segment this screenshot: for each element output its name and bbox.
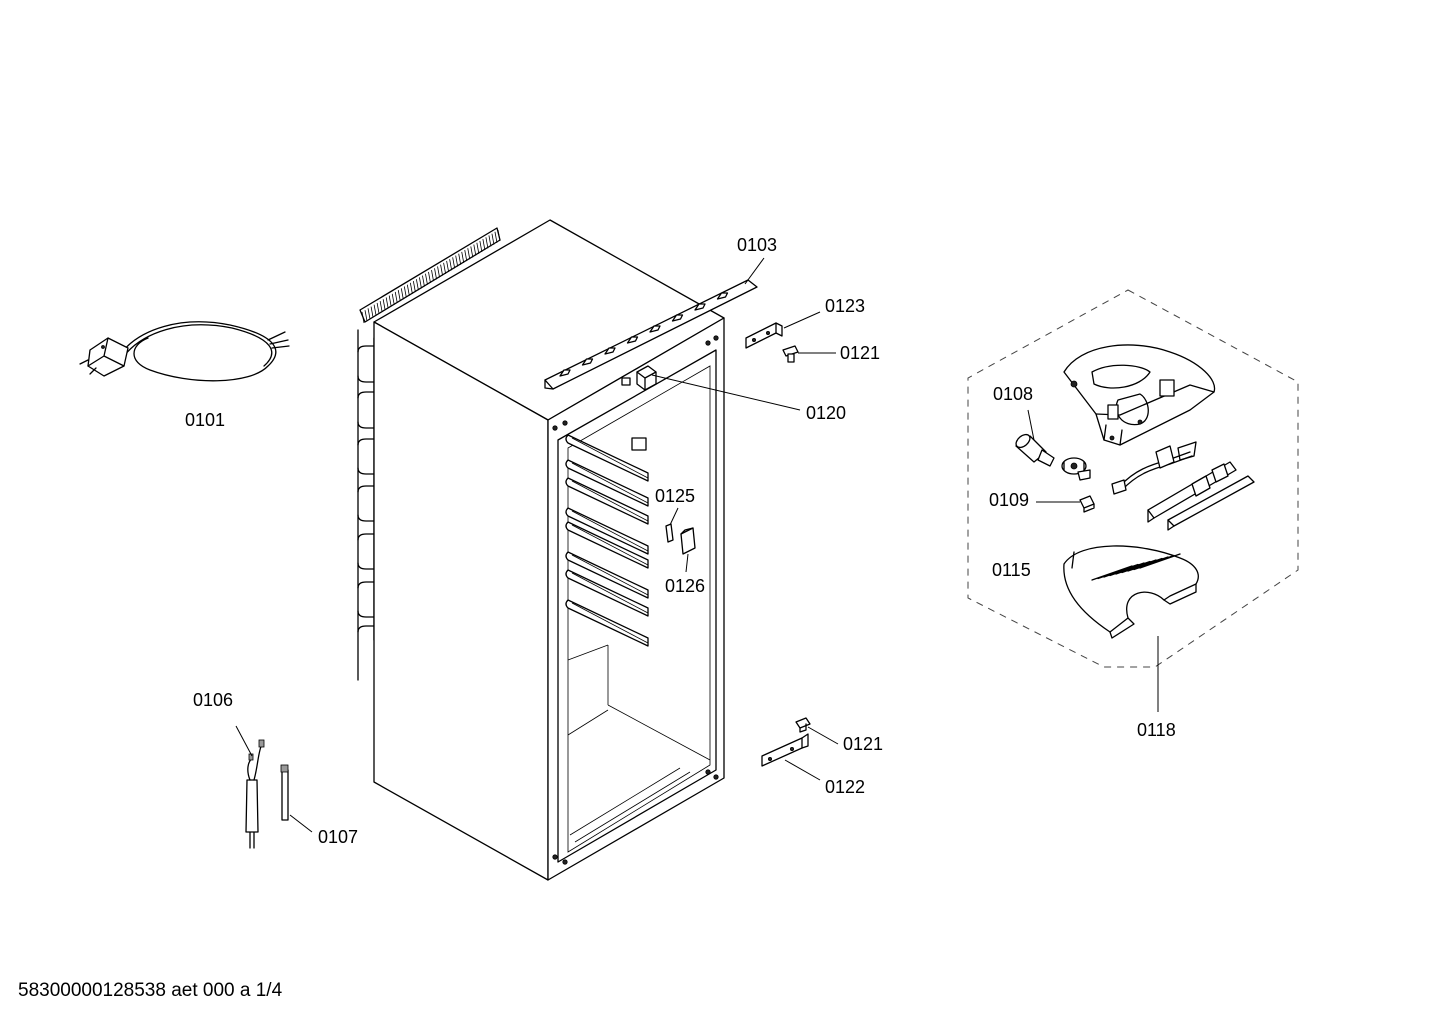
label-0121-top: 0121: [840, 343, 880, 363]
part-0107-probe: [280, 764, 289, 821]
part-0103-top-strip: [544, 279, 758, 390]
label-0109: 0109: [989, 490, 1029, 510]
part-0109-connector: [1079, 495, 1095, 513]
label-0118: 0118: [1137, 720, 1176, 740]
part-0123-bracket: [745, 322, 783, 349]
part-0115-lamp-cover: [1063, 545, 1199, 639]
label-0103: 0103: [737, 235, 777, 255]
frame-screw-holes: [552, 335, 719, 865]
part-cable-harness: [1111, 441, 1197, 495]
drawing-reference-number: 58300000128538 aet 000 a 1/4: [18, 980, 283, 1001]
part-0126-cover: [680, 527, 696, 555]
assembly-0118-boundary: [967, 289, 1299, 668]
condenser-back-tubes: [357, 329, 375, 681]
label-0107: 0107: [318, 827, 358, 847]
part-0120-switch: [621, 365, 657, 391]
label-0123: 0123: [825, 296, 865, 316]
part-0121-hinge-pin-top: [782, 345, 799, 363]
part-0108-bulb: [1015, 433, 1055, 467]
label-0121-bottom: 0121: [843, 734, 883, 754]
leader-lines: [235, 257, 1159, 833]
part-lamp-socket: [1061, 457, 1091, 481]
label-0106: 0106: [193, 690, 233, 710]
label-0126: 0126: [665, 576, 705, 596]
light-opening: [631, 437, 647, 451]
label-0108: 0108: [993, 384, 1033, 404]
label-0125: 0125: [655, 486, 695, 506]
label-0120: 0120: [806, 403, 846, 423]
label-0122: 0122: [825, 777, 865, 797]
condenser-coil: [359, 227, 501, 324]
part-labels: 0103 0123 0121 0120 0101 0125 0126 0106 …: [185, 235, 1176, 847]
label-0115: 0115: [992, 560, 1031, 580]
cabinet-left-side: [373, 321, 549, 881]
part-control-strip: [1147, 461, 1255, 531]
label-0101: 0101: [185, 410, 225, 430]
part-0122-bracket: [761, 733, 809, 767]
part-0125-clip: [665, 523, 674, 543]
fridge-cabinet: [357, 219, 725, 881]
shelf-rails: [565, 434, 649, 647]
part-0121-hinge-pin-bottom: [795, 717, 811, 733]
part-0106-sensor: [245, 739, 265, 849]
part-housing: [1063, 344, 1216, 446]
part-0101-power-cord: [79, 321, 290, 382]
